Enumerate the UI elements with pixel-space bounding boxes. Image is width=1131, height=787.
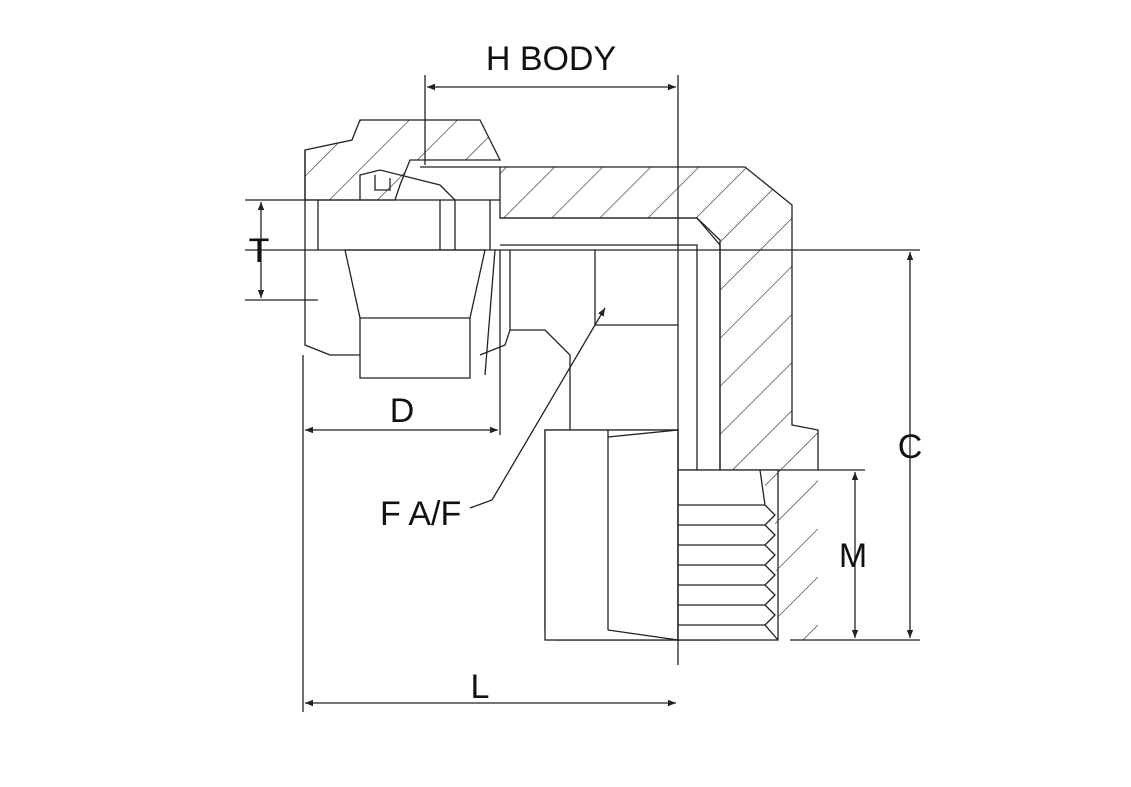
labels: H BODY T D C M F A/F L	[249, 40, 923, 706]
label-m: M	[839, 537, 867, 575]
label-t: T	[249, 232, 270, 270]
label-h-body: H BODY	[486, 40, 616, 78]
ferrule-inner	[374, 175, 391, 191]
body-inner-port	[594, 250, 678, 326]
nut-hex-edge-r	[484, 249, 496, 376]
body-hex	[510, 250, 679, 641]
nut-section	[304, 119, 511, 356]
body-bore	[500, 217, 721, 470]
nut-bottom	[479, 250, 511, 356]
nut-hex	[344, 249, 496, 379]
dimension-arrows	[257, 83, 914, 707]
label-c: C	[898, 428, 923, 466]
nut-hatched-region	[304, 119, 502, 201]
female-thread	[677, 469, 818, 641]
label-f-af: F A/F	[380, 495, 461, 533]
body-hex-bot-chamfer	[607, 629, 679, 641]
body-hex-face	[544, 429, 679, 641]
label-l: L	[471, 668, 490, 706]
extension-lines	[245, 75, 920, 712]
ferrule	[359, 169, 456, 250]
body-bore-inner	[500, 244, 698, 470]
thread-lines	[678, 504, 765, 626]
nut-outline	[304, 150, 360, 356]
nut-hex-outline	[344, 249, 486, 379]
thread-hatch-right	[760, 470, 818, 640]
body-hex-top-chamfer	[607, 429, 679, 438]
f-af-leader	[469, 307, 606, 509]
label-d: D	[390, 392, 415, 430]
